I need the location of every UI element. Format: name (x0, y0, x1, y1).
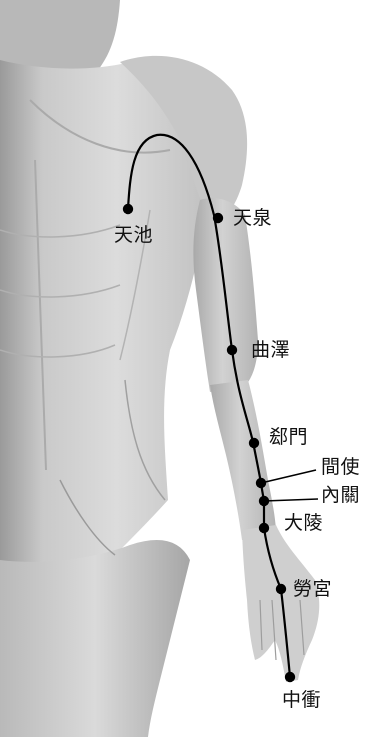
label-daling: 大陵 (284, 512, 323, 534)
point-dot-tianquan (213, 213, 223, 223)
label-tianquan: 天泉 (233, 207, 272, 229)
label-jianshi: 間使 (321, 456, 360, 478)
label-ximen: 郄門 (269, 426, 308, 448)
label-neiguan: 內關 (321, 484, 360, 506)
point-dot-jianshi (256, 478, 266, 488)
point-dot-neiguan (259, 496, 269, 506)
point-dot-zhongchong (285, 672, 295, 682)
label-tianchi: 天池 (114, 224, 153, 246)
leg-shape (0, 540, 190, 737)
leader-jianshi (261, 470, 316, 483)
label-quze: 曲澤 (251, 339, 290, 361)
label-laogong: 勞宮 (293, 578, 332, 600)
point-dot-tianchi (123, 204, 133, 214)
label-zhongchong: 中衝 (282, 689, 321, 711)
point-dot-quze (227, 345, 237, 355)
leader-neiguan (264, 499, 318, 501)
point-dot-ximen (249, 438, 259, 448)
point-dot-laogong (276, 584, 286, 594)
hand-shape (242, 525, 319, 682)
point-dot-daling (259, 523, 269, 533)
